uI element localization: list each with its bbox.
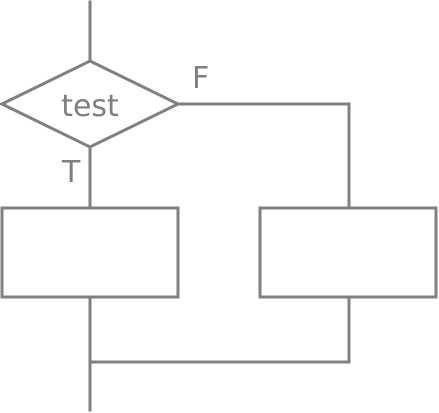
decision-text: test [61,89,119,124]
false-label: F [192,61,209,96]
true-process-box [0,206,180,299]
false-branch-connector [176,102,351,210]
true-label: T [61,155,81,190]
false-process-box [258,206,438,299]
right-merge-connector [88,295,351,364]
